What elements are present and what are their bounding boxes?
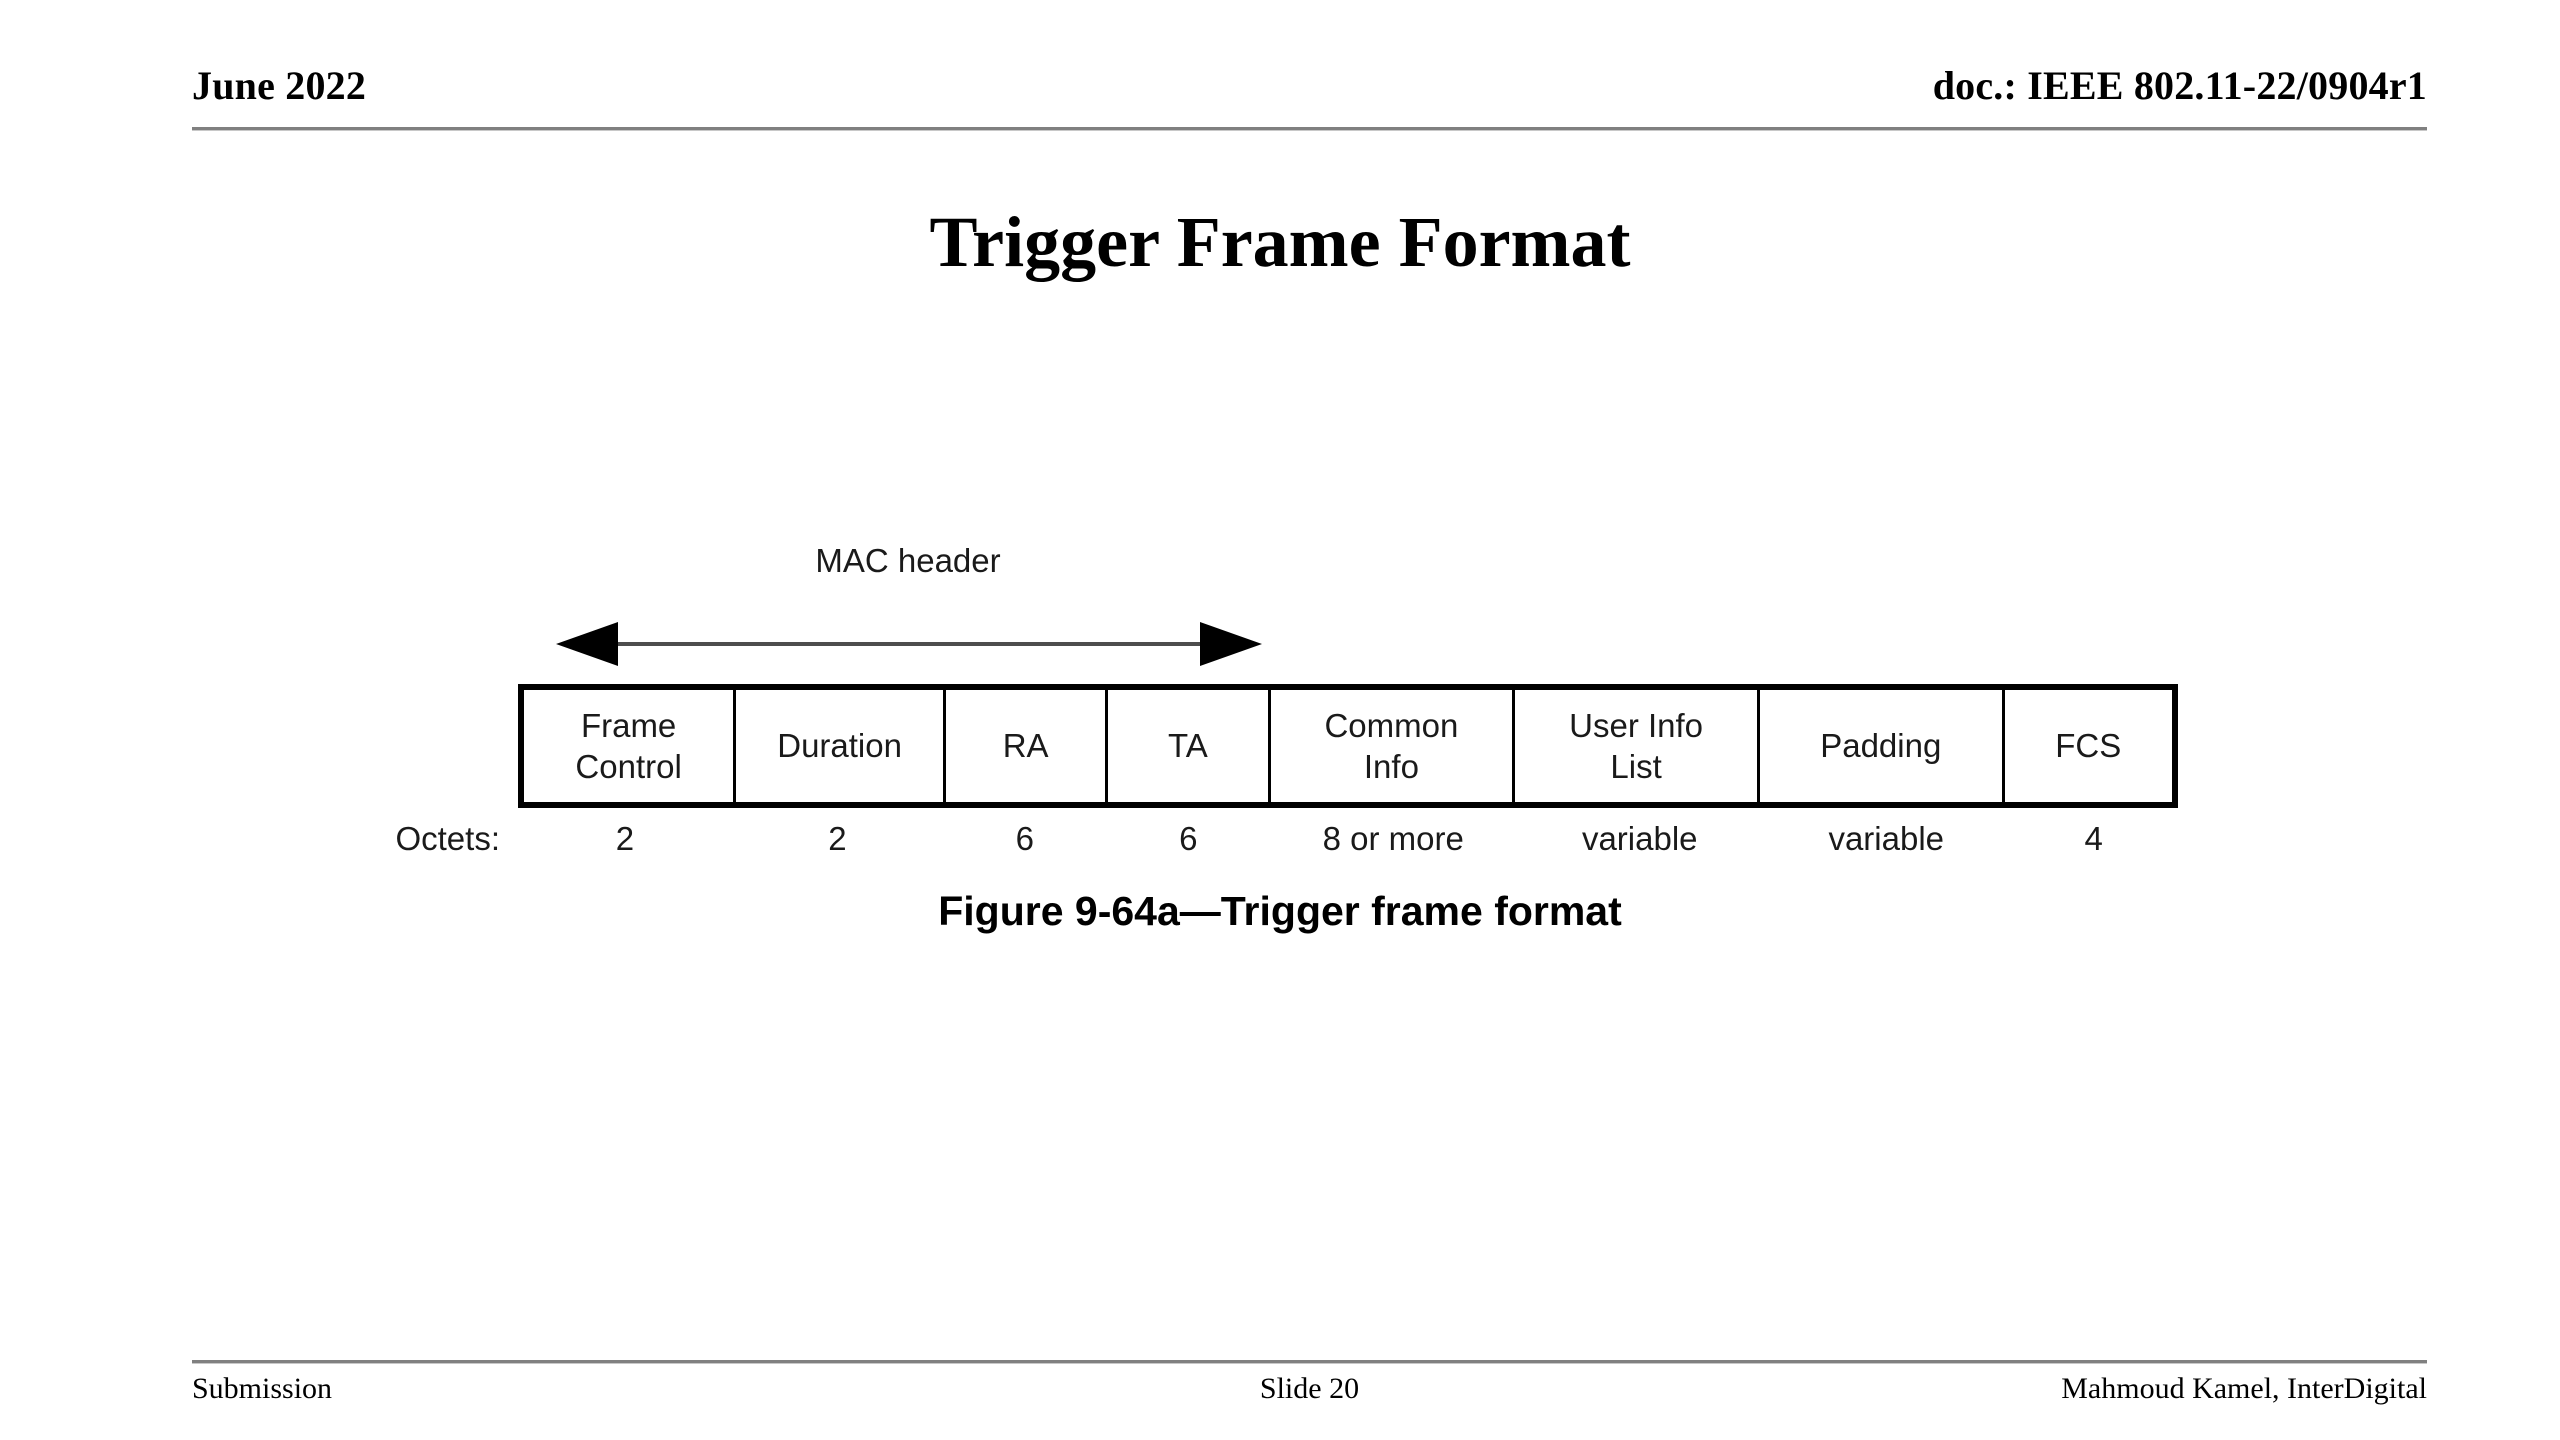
frame-field-cell: Common Info [1270, 690, 1516, 802]
footer-divider [192, 1360, 2427, 1363]
octets-label: Octets: [395, 820, 500, 857]
frame-field-cell: Frame Control [524, 690, 737, 802]
frame-field-label: RA [1002, 727, 1049, 765]
mac-header-double-arrow-icon [556, 622, 1262, 666]
octet-value: variable [1581, 820, 1698, 857]
mac-header-bracket-label: MAC header [815, 542, 1001, 579]
trigger-frame-figure: MAC header Frame Control Duration RA TA Comm… [0, 520, 2560, 1040]
octet-value: 2 [615, 820, 635, 857]
footer-submission-label: Submission [192, 1372, 333, 1405]
footer-author: Mahmoud Kamel, InterDigital [2061, 1372, 2427, 1405]
frame-field-cell: RA [945, 690, 1109, 802]
slide-header: June 2022 doc.: IEEE 802.11-22/0904r1 [192, 62, 2427, 132]
frame-field-cell: Padding [1759, 690, 2005, 802]
frame-field-label: Frame Control [575, 706, 682, 785]
octet-value: 4 [2084, 820, 2103, 857]
octet-value: 6 [1179, 820, 1198, 857]
octets-values-row: 2 2 6 6 8 or more variable variable 4 [518, 816, 2178, 862]
octet-value: variable [1828, 820, 1945, 857]
frame-field-label: Padding [1820, 727, 1942, 765]
frame-field-cell: User Info List [1515, 690, 1760, 802]
header-date: June 2022 [192, 63, 367, 108]
header-divider [192, 127, 2427, 130]
frame-field-label: Common Info [1324, 706, 1459, 785]
octet-value: 6 [1015, 820, 1034, 857]
header-document-number: doc.: IEEE 802.11-22/0904r1 [1932, 63, 2427, 108]
frame-field-label: FCS [2055, 727, 2122, 765]
octet-value: 2 [828, 820, 847, 857]
frame-fields-row: Frame Control Duration RA TA Common Info User… [518, 684, 2178, 808]
frame-field-cell: TA [1108, 690, 1271, 802]
page-title: Trigger Frame Format [929, 202, 1631, 282]
frame-field-label: Duration [777, 727, 902, 765]
octet-value: 8 or more [1322, 820, 1464, 857]
footer-slide-number: Slide 20 [1259, 1372, 1360, 1405]
frame-field-label: TA [1168, 727, 1208, 765]
frame-field-cell: FCS [2004, 690, 2172, 802]
slide-footer: Submission Slide 20 Mahmoud Kamel, Inter… [192, 1372, 2427, 1422]
figure-caption: Figure 9-64a—Trigger frame format [938, 888, 1622, 934]
frame-field-label: User Info List [1569, 706, 1704, 785]
frame-field-cell: Duration [736, 690, 946, 802]
